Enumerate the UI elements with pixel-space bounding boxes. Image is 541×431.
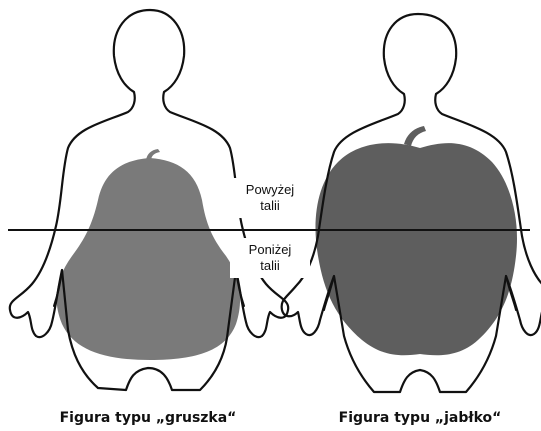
pear-caption: Figura typu „gruszka“ — [60, 410, 237, 426]
above-waist-label-line1: Powyżej — [246, 182, 295, 197]
below-waist-label-line2: talii — [260, 258, 280, 273]
below-waist-label-line1: Poniżej — [249, 242, 292, 257]
apple-figure — [282, 14, 541, 392]
above-waist-label-line2: talii — [260, 198, 280, 213]
apple-stem — [404, 126, 426, 146]
pear-shape — [57, 158, 241, 360]
apple-caption: Figura typu „jabłko“ — [339, 410, 502, 426]
apple-shape — [315, 143, 517, 355]
